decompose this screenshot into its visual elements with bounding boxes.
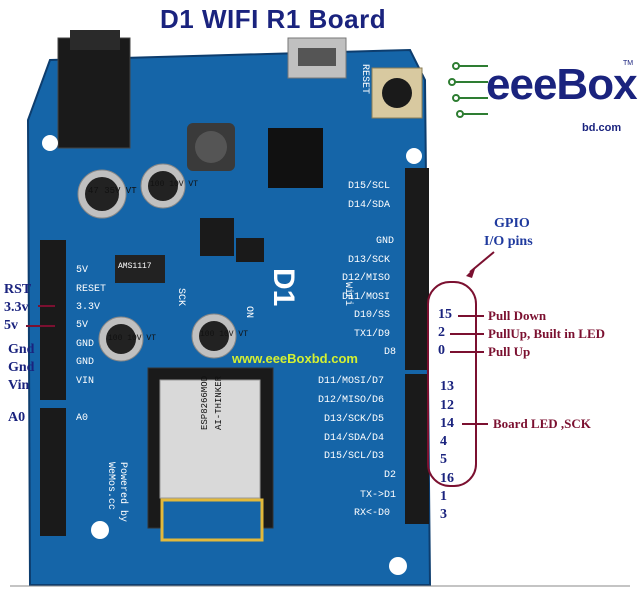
note-pullup-led: PullUp, Built in LED bbox=[488, 326, 606, 341]
eeebox-logo: eeeBox TM bd.com bbox=[448, 52, 638, 142]
gpio-arrowhead bbox=[466, 266, 476, 278]
capacitor-4 bbox=[191, 313, 237, 359]
capacitor-3-label: 100 10V VT bbox=[108, 334, 157, 343]
board-regulator-text: AMS1117 bbox=[118, 262, 152, 271]
board-pin-left: 3.3V bbox=[76, 302, 101, 313]
board-pin-right: D13/SCK/D5 bbox=[324, 414, 385, 425]
board-pin-right: TX->D1 bbox=[360, 490, 397, 501]
page-title: D1 WIFI R1 Board bbox=[160, 4, 387, 34]
board-pin-right: D14/SDA/D4 bbox=[324, 433, 385, 444]
gpio-number: 15 bbox=[438, 307, 452, 322]
gpio-number: 2 bbox=[438, 325, 445, 340]
board-pin-left: RESET bbox=[76, 284, 107, 295]
esp-antenna bbox=[160, 498, 264, 542]
label-rst: RST bbox=[4, 282, 32, 297]
gpio-number: 13 bbox=[440, 379, 454, 394]
usb-port-inner bbox=[298, 48, 336, 66]
gpio-number: 1 bbox=[440, 489, 447, 504]
board-powered-by: Powered by bbox=[117, 462, 128, 523]
logo-domain: bd.com bbox=[582, 122, 622, 134]
board-pin-right: D14/SDA bbox=[348, 200, 391, 211]
label-gnd-1: Gnd bbox=[8, 342, 35, 357]
capacitor-4-label: 100 10V VT bbox=[200, 330, 249, 339]
mount-hole-4 bbox=[389, 557, 407, 575]
note-board-led: Board LED ,SCK bbox=[493, 416, 591, 431]
board-on-text: ON bbox=[243, 306, 254, 319]
note-pull-down: Pull Down bbox=[488, 308, 547, 323]
board-pin-left: GND bbox=[76, 339, 95, 350]
board-pin-right: RX<-D0 bbox=[354, 508, 391, 519]
dc-jack bbox=[57, 37, 131, 149]
board-pin-right: D11/MOSI bbox=[342, 292, 391, 303]
capacitor-2-label: 100 10V VT bbox=[150, 180, 199, 189]
gpio-number: 12 bbox=[440, 398, 454, 413]
board-sck-text: SCK bbox=[175, 288, 186, 307]
mount-hole-1 bbox=[42, 135, 58, 151]
gpio-number: 16 bbox=[440, 471, 454, 486]
board-pin-right: GND bbox=[376, 236, 395, 247]
label-a0: A0 bbox=[8, 410, 26, 425]
inductor-core bbox=[195, 131, 227, 163]
pcb-board bbox=[26, 48, 432, 586]
usb-serial-chip bbox=[268, 128, 323, 188]
board-reset-text: RESET bbox=[359, 64, 370, 95]
dc-jack-top bbox=[70, 30, 120, 50]
board-pin-right: D12/MISO bbox=[342, 273, 391, 284]
right-header-upper bbox=[405, 168, 429, 370]
gpio-number: 0 bbox=[438, 343, 445, 358]
board-pin-right: D13/SCK bbox=[348, 255, 391, 266]
board-pin-right: D12/MISO/D6 bbox=[318, 395, 385, 406]
circuit-trace-icon bbox=[448, 62, 488, 118]
left-header-analog bbox=[40, 408, 66, 536]
gpio-number: 5 bbox=[440, 452, 447, 467]
board-pin-left: 5V bbox=[76, 265, 89, 276]
capacitor-1 bbox=[77, 169, 127, 219]
small-ic-1 bbox=[200, 218, 234, 256]
gpio-number: 14 bbox=[440, 416, 454, 431]
capacitor-3 bbox=[98, 316, 144, 362]
logo-trademark: TM bbox=[623, 60, 634, 67]
gpio-heading: GPIO bbox=[494, 216, 530, 231]
label-vin: Vin bbox=[8, 378, 30, 393]
capacitor-2 bbox=[140, 163, 186, 209]
label-3v3: 3.3v bbox=[4, 300, 29, 315]
esp-module-shield bbox=[159, 379, 261, 499]
left-header-power bbox=[40, 240, 66, 400]
board-pin-left: 5V bbox=[76, 320, 89, 331]
board-pin-right: D10/SS bbox=[354, 310, 391, 321]
reset-button-base bbox=[371, 67, 423, 119]
reset-button bbox=[382, 78, 412, 108]
board-pin-right: D2 bbox=[384, 470, 397, 481]
board-pin-right: D15/SCL bbox=[348, 181, 391, 192]
board-pin-right: TX1/D9 bbox=[354, 329, 391, 340]
board-pin-left: A0 bbox=[76, 413, 89, 424]
right-header-lower bbox=[405, 374, 429, 524]
gpio-number: 4 bbox=[440, 434, 447, 449]
watermark: www.eeeBoxbd.com bbox=[232, 351, 358, 366]
label-5v: 5v bbox=[4, 318, 18, 333]
logo-name: eeeBox bbox=[486, 60, 638, 109]
voltage-regulator bbox=[115, 255, 165, 283]
mount-hole-3 bbox=[91, 521, 109, 539]
gpio-subheading: I/O pins bbox=[484, 234, 533, 249]
label-gnd-2: Gnd bbox=[8, 360, 35, 375]
board-pin-left: VIN bbox=[76, 376, 95, 387]
board-pin-left: GND bbox=[76, 357, 95, 368]
gpio-bracket bbox=[427, 281, 477, 487]
mount-hole-2 bbox=[406, 148, 422, 164]
board-pin-right: D11/MOSI/D7 bbox=[318, 376, 385, 387]
capacitor-1-label: 47 35V VT bbox=[88, 186, 137, 196]
board-pin-right: D8 bbox=[384, 347, 397, 358]
note-pull-up: Pull Up bbox=[488, 344, 531, 359]
board-d1-logo: D1 bbox=[267, 268, 300, 307]
esp-vendor-text: AI-THINKER bbox=[214, 375, 224, 430]
small-ic-2 bbox=[236, 238, 264, 262]
board-pin-right: D15/SCL/D3 bbox=[324, 451, 385, 462]
board-wemos: WeMos.cc bbox=[105, 462, 116, 511]
gpio-number: 3 bbox=[440, 507, 447, 522]
esp-module-text: ESP8266MOD bbox=[200, 375, 210, 430]
